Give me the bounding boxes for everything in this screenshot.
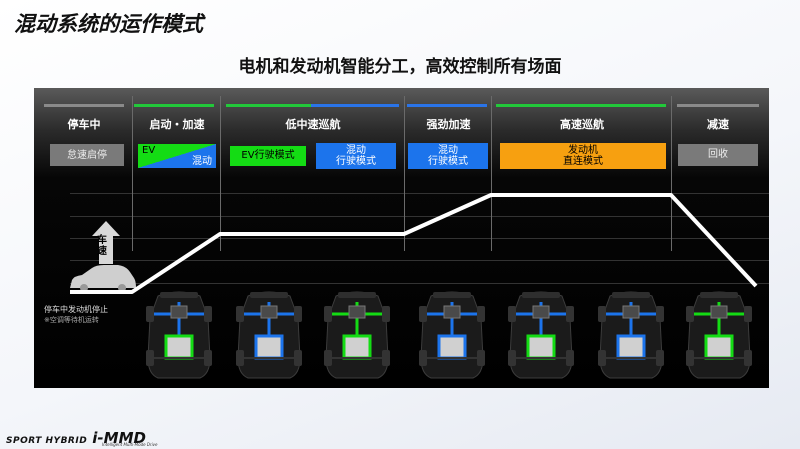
- mode-idle-stop: 怠速启停: [50, 144, 124, 166]
- mode-regen: 回收: [678, 144, 758, 166]
- grid-line: [70, 260, 769, 261]
- speed-line: [70, 193, 758, 294]
- stop-note-text: 停车中发动机停止: [44, 305, 108, 314]
- car-silhouette-icon: [70, 265, 136, 292]
- mode-hybrid-drive-accel: 混动 行驶模式: [408, 143, 488, 169]
- phase-divider: [220, 96, 221, 251]
- phase-label-parked: 停车中: [67, 118, 101, 131]
- grid-line: [70, 193, 769, 194]
- speed-arrow-icon: [92, 221, 120, 264]
- grid-line: [70, 216, 769, 217]
- mode-ev-hybrid: EV 混动: [138, 144, 216, 168]
- mode-ev-drive: EV行驶模式: [230, 146, 306, 166]
- mode-hybrid-drive-line2: 行驶模式: [336, 156, 376, 167]
- car-drivetrain-diagram: [596, 288, 666, 380]
- phase-bar-decel: [677, 104, 759, 107]
- car-drivetrain-diagram: [144, 288, 214, 380]
- mode-hybrid-drive: 混动 行驶模式: [316, 143, 396, 169]
- car-drivetrain-diagram: [234, 288, 304, 380]
- mode-hybrid-drive-line1: 混动: [346, 145, 366, 156]
- phase-bar-cruise-ev: [226, 104, 311, 107]
- phase-label-highway: 高速巡航: [560, 118, 604, 131]
- subtitle: 电机和发动机智能分工，高效控制所有场面: [238, 57, 562, 77]
- car-drivetrain-diagram: [417, 288, 487, 380]
- speed-label: 车速: [97, 235, 107, 257]
- mode-engine-direct: 发动机 直连模式: [500, 143, 666, 169]
- logo-tagline: Intelligent Multi-Mode Drive: [102, 442, 158, 447]
- mode-hybrid-accel-line2: 行驶模式: [428, 156, 468, 167]
- phase-label-accel: 强劲加速: [426, 118, 471, 131]
- phase-divider: [671, 96, 672, 251]
- phase-divider: [404, 96, 405, 251]
- grid-line: [70, 238, 769, 239]
- operation-mode-diagram: 停车中 启动・加速 低中速巡航 强劲加速 高速巡航 减速 怠速启停 EV 混动 …: [34, 88, 769, 388]
- sport-hybrid-logo: SPORT HYBRID i-MMD: [6, 428, 146, 447]
- logo-prefix: SPORT HYBRID: [6, 436, 88, 446]
- mode-hybrid-accel-line1: 混动: [438, 145, 458, 156]
- phase-divider: [132, 96, 133, 251]
- slide-title: 混动系统的运作模式: [14, 12, 203, 36]
- car-drivetrain-diagram: [506, 288, 576, 380]
- logo-name: i-MMD: [92, 429, 146, 447]
- stop-note: 停车中发动机停止 ※空调等待机运转: [44, 304, 134, 326]
- grid-line: [70, 283, 769, 284]
- phase-bar-start: [134, 104, 214, 107]
- mode-engine-direct-line2: 直连模式: [563, 156, 603, 167]
- phase-label-start: 启动・加速: [149, 118, 205, 131]
- stop-note-small: ※空调等待机运转: [44, 316, 99, 324]
- phase-bar-parked: [44, 104, 124, 107]
- phase-label-decel: 减速: [707, 118, 729, 131]
- mode-ev-label: EV: [142, 145, 156, 156]
- mode-engine-direct-line1: 发动机: [568, 145, 598, 156]
- car-drivetrain-diagram: [322, 288, 392, 380]
- phase-label-cruise: 低中速巡航: [285, 118, 341, 131]
- speed-curve-svg: [70, 193, 758, 294]
- car-drivetrain-diagram: [684, 288, 754, 380]
- phase-bar-highway: [496, 104, 666, 107]
- phase-bar-accel: [407, 104, 487, 107]
- mode-hybrid-label: 混动: [192, 156, 212, 167]
- phase-divider: [491, 96, 492, 251]
- phase-bar-cruise-hybrid: [311, 104, 399, 107]
